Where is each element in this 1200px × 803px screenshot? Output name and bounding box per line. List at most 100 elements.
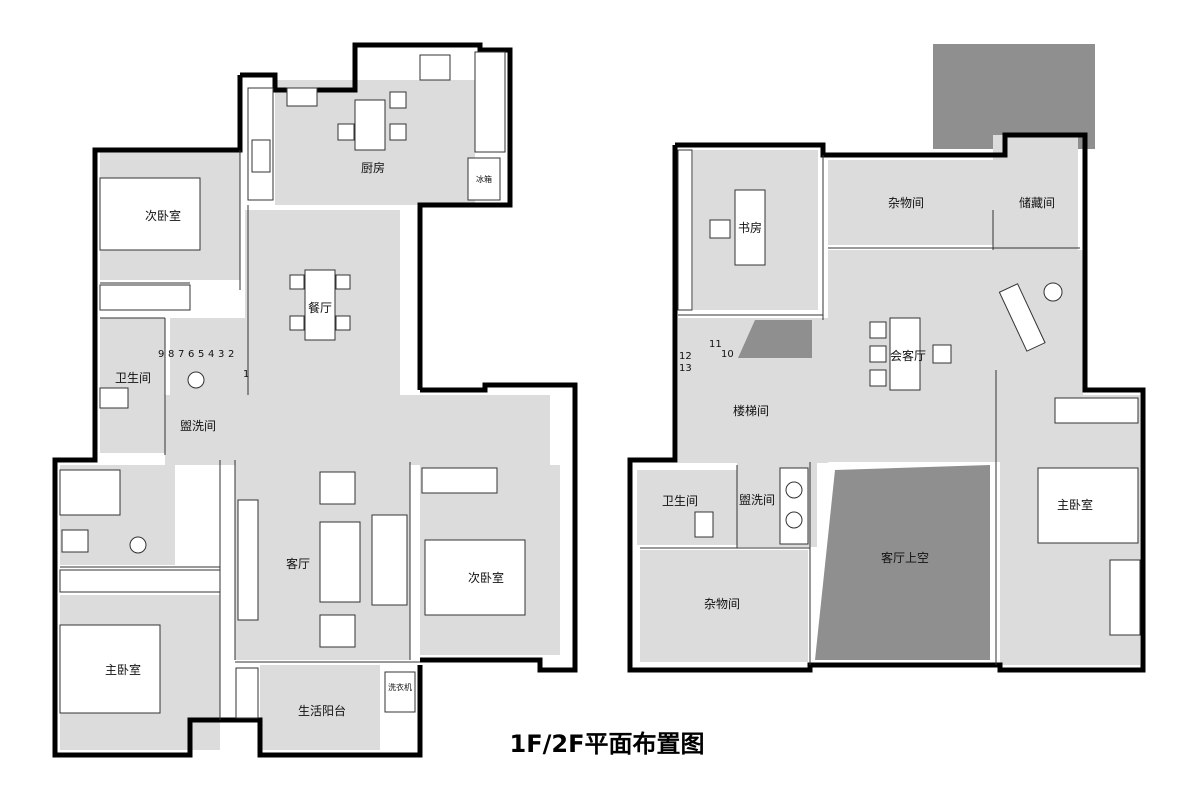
kitchen-sink-icon bbox=[419, 54, 451, 81]
stair-step-number: 9 bbox=[158, 349, 164, 360]
storage-b-floor bbox=[640, 550, 808, 662]
storage-a-label: 杂物间 bbox=[888, 196, 924, 210]
stair-step-number: 10 bbox=[721, 349, 734, 360]
basin-icon bbox=[785, 481, 803, 499]
bedroom-a-label: 次卧室 bbox=[145, 208, 181, 223]
plan-title: 1F/2F平面布置图 bbox=[510, 730, 705, 758]
roof-terrace bbox=[933, 44, 1095, 149]
reception-label: 会客厅 bbox=[890, 348, 926, 363]
stair-step-number: 11 bbox=[709, 339, 722, 350]
balcony-floor bbox=[260, 665, 380, 750]
basin-icon bbox=[129, 536, 147, 554]
dining-chair bbox=[335, 274, 351, 290]
kitchen-cabinet-right bbox=[474, 51, 506, 153]
dining-table-icon bbox=[304, 269, 336, 341]
stair-floor bbox=[170, 318, 250, 398]
wardrobe-2f bbox=[1054, 397, 1139, 424]
toilet-icon bbox=[99, 387, 129, 409]
reception-chair bbox=[869, 345, 887, 363]
fridge-label: 冰箱 bbox=[476, 174, 492, 184]
stair-numbers-1f: 9 8 7 6 5 4 3 2 1 bbox=[158, 349, 249, 380]
toilet-icon bbox=[61, 529, 89, 553]
bathroom2-floor bbox=[637, 470, 737, 545]
washroom-floor bbox=[165, 395, 550, 465]
reception-chair bbox=[932, 344, 952, 364]
wardrobe-a bbox=[99, 284, 191, 311]
stair-numbers-2f: 10 11 12 13 bbox=[679, 339, 734, 374]
kitchen-chair bbox=[337, 123, 355, 141]
storage-a-floor bbox=[828, 160, 993, 245]
bathroom-floor bbox=[100, 318, 165, 453]
wall-sw bbox=[52, 320, 423, 758]
bathroom2-label: 卫生间 bbox=[662, 494, 698, 508]
wall-n bbox=[240, 42, 513, 390]
balcony-label: 生活阳台 bbox=[298, 703, 346, 718]
tv-cabinet bbox=[237, 499, 259, 621]
sofa-icon bbox=[371, 514, 408, 606]
reception-chair bbox=[869, 369, 887, 387]
kitchen-chair bbox=[389, 91, 407, 109]
coffee-table-icon bbox=[319, 521, 361, 603]
desk-chair bbox=[709, 219, 731, 239]
piano-icon bbox=[998, 283, 1046, 352]
stair-step-number: 6 bbox=[188, 349, 194, 360]
floor1-plan: 冰箱 厨房 次卧室 餐厅 9 8 7 6 5 4 3 2 1 bbox=[52, 42, 578, 758]
stool-icon bbox=[1043, 282, 1063, 302]
kitchen-island bbox=[354, 99, 386, 151]
living-void bbox=[815, 465, 990, 660]
bookshelf bbox=[677, 149, 693, 311]
double-sink-icon bbox=[286, 87, 318, 107]
washer-box bbox=[384, 671, 416, 713]
wall-e bbox=[420, 382, 578, 673]
wall-nw bbox=[92, 75, 243, 320]
washroom2-label: 盥洗间 bbox=[739, 493, 775, 507]
washer-label: 洗衣机 bbox=[388, 682, 412, 692]
dining-chair bbox=[289, 315, 305, 331]
shower-icon bbox=[59, 469, 121, 516]
vanity-icon bbox=[779, 467, 809, 545]
reception-table-icon bbox=[889, 317, 921, 391]
stair-step-number: 7 bbox=[178, 349, 184, 360]
wardrobe-b bbox=[421, 467, 498, 494]
stair-void bbox=[738, 320, 812, 358]
reception-chair bbox=[869, 321, 887, 339]
living-void-label: 客厅上空 bbox=[881, 550, 929, 565]
stair-step-number: 1 bbox=[243, 369, 249, 380]
stair-step-number: 2 bbox=[228, 349, 234, 360]
dining-label: 餐厅 bbox=[308, 300, 332, 315]
stair-step-number: 4 bbox=[208, 349, 214, 360]
kitchen-chair bbox=[389, 123, 407, 141]
washroom-label: 盥洗间 bbox=[180, 419, 216, 433]
armchair bbox=[319, 614, 356, 648]
dining-chair bbox=[289, 274, 305, 290]
dresser-2f bbox=[1109, 559, 1141, 636]
storage-room-label: 储藏间 bbox=[1019, 195, 1055, 210]
armchair bbox=[319, 471, 356, 505]
storage-b-label: 杂物间 bbox=[704, 597, 740, 611]
dining-chair bbox=[335, 315, 351, 331]
wall-2f-outer bbox=[627, 132, 1146, 673]
master-bedroom-label: 主卧室 bbox=[105, 662, 141, 677]
stair-step-number: 8 bbox=[168, 349, 174, 360]
master-bed-icon bbox=[59, 624, 161, 714]
stair-step-number: 13 bbox=[679, 363, 692, 374]
wardrobe-master bbox=[59, 569, 221, 593]
kitchen-label: 厨房 bbox=[361, 160, 385, 175]
stair-step-number: 12 bbox=[679, 351, 692, 362]
bed-b-icon bbox=[424, 539, 526, 616]
floor2-plan: 书房 杂物间 储藏间 会客厅 10 11 12 13 楼梯间 卫生间 盥洗间 杂… bbox=[627, 44, 1146, 673]
bed-a-icon bbox=[99, 177, 201, 251]
bedroom-b-label: 次卧室 bbox=[468, 570, 504, 585]
stair-step-number: 3 bbox=[218, 349, 224, 360]
stairwell-label: 楼梯间 bbox=[733, 403, 769, 418]
basin-icon bbox=[785, 511, 803, 529]
basin-icon bbox=[187, 371, 205, 389]
toilet-icon bbox=[694, 511, 714, 538]
fridge-box bbox=[467, 157, 501, 201]
stair-step-number: 5 bbox=[198, 349, 204, 360]
balcony-cabinet bbox=[235, 667, 259, 719]
desk-icon bbox=[734, 189, 766, 266]
living-label: 客厅 bbox=[286, 556, 310, 571]
